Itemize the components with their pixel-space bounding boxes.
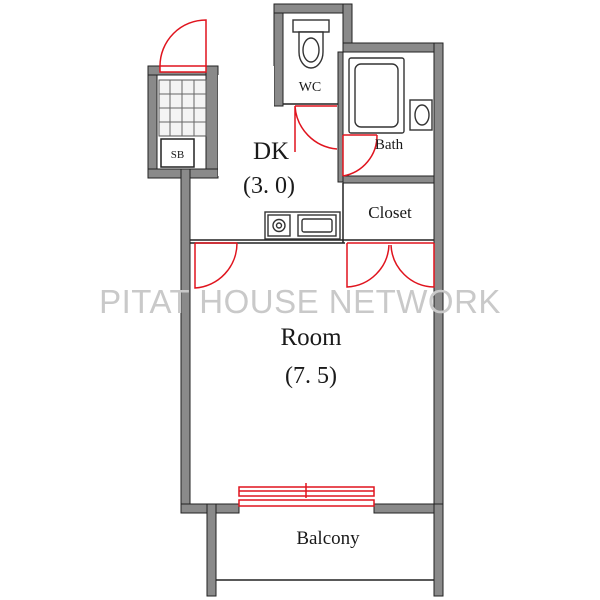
bath-wall-top bbox=[342, 42, 444, 53]
balcony-wall-right bbox=[433, 503, 444, 597]
balcony-label: Balcony bbox=[296, 528, 360, 549]
wc-door-swing bbox=[294, 105, 338, 152]
doors bbox=[159, 19, 435, 507]
dk-interior-top bbox=[218, 75, 274, 176]
stove-burner-inner bbox=[275, 222, 283, 229]
toilet-tank bbox=[292, 19, 330, 33]
closet-label: Closet bbox=[368, 203, 412, 222]
entrance-door-frame bbox=[159, 65, 207, 73]
bath-door-swing bbox=[342, 134, 378, 177]
dk-size-label: (3. 0) bbox=[243, 173, 295, 199]
room-size-label: (7. 5) bbox=[285, 363, 337, 389]
bath-sink-basin bbox=[414, 104, 430, 126]
bathtub-inner bbox=[354, 63, 399, 128]
bottom-wall-right bbox=[373, 503, 444, 514]
balcony-sill bbox=[238, 499, 375, 507]
top-wall-mid2 bbox=[218, 66, 274, 75]
dk-label: DK bbox=[253, 138, 289, 165]
toilet-seat bbox=[302, 37, 320, 63]
bath-label: Bath bbox=[375, 137, 404, 153]
bath-bottom-wall bbox=[342, 175, 435, 184]
room-label: Room bbox=[280, 324, 342, 351]
kitchen-sink-basin bbox=[301, 218, 333, 233]
right-wall bbox=[433, 42, 444, 514]
shoe-box bbox=[160, 138, 195, 168]
dk-top-wall bbox=[205, 65, 219, 177]
entrance-door-swing bbox=[159, 19, 207, 67]
wc-wall-top bbox=[273, 3, 353, 14]
left-wall-top bbox=[147, 65, 158, 179]
left-wall-main bbox=[180, 168, 191, 514]
balcony-wall-left bbox=[206, 503, 217, 597]
closet-door-right-swing bbox=[390, 243, 435, 288]
wc-label: WC bbox=[299, 80, 322, 95]
watermark-text: PITAT HOUSE NETWORK bbox=[99, 283, 501, 320]
room-door-swing bbox=[194, 242, 238, 289]
closet-door-left-swing bbox=[346, 243, 390, 288]
tile-grid bbox=[159, 80, 206, 136]
wc-partition bbox=[337, 51, 344, 183]
sb-label: SB bbox=[171, 149, 184, 161]
wc-wall-left bbox=[273, 3, 284, 107]
fixtures bbox=[264, 19, 433, 240]
